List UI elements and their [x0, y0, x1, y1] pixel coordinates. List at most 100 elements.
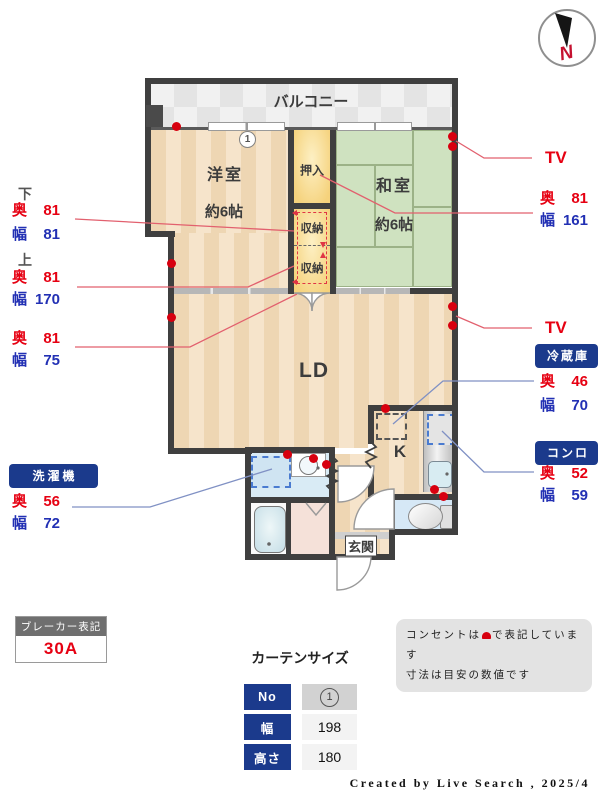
- tv-label-2: TV: [545, 318, 567, 337]
- oku-value: 52: [571, 465, 588, 482]
- haba-value: 170: [34, 291, 60, 308]
- toilet-bowl: [408, 503, 443, 530]
- wall: [168, 237, 174, 454]
- balcony-edge: [151, 127, 452, 130]
- haba-label: 幅: [540, 212, 556, 229]
- legend-line1-post: で表記しています: [406, 629, 580, 661]
- outlet-dot: [448, 132, 457, 141]
- haba-label: 幅: [12, 352, 28, 369]
- stove-badge: コンロ: [535, 441, 598, 465]
- kitchen-label: K: [393, 442, 407, 461]
- oku-label: 奥: [12, 493, 28, 510]
- compass: N: [538, 9, 596, 67]
- curtain-size-title: カーテンサイズ: [251, 650, 349, 666]
- western-room-floor-lower: [174, 233, 288, 294]
- storage-upper-label: 収納: [300, 223, 324, 235]
- legend-line1: コンセントはで表記しています: [406, 626, 582, 666]
- window: [337, 122, 412, 131]
- table-row: No 1: [244, 684, 357, 710]
- wall: [168, 448, 252, 454]
- circled-number: 1: [320, 687, 339, 707]
- haba-value: 70: [571, 397, 588, 414]
- ld-floor: [174, 294, 452, 405]
- haba-label: 幅: [540, 397, 556, 414]
- storage-dimension-box: [297, 212, 327, 284]
- breaker-value: 30A: [43, 639, 79, 658]
- japanese-room-label: 和室: [375, 178, 413, 195]
- bathtub: [254, 506, 286, 553]
- haba-value: 59: [571, 487, 588, 504]
- oku-value: 56: [43, 493, 60, 510]
- wall: [329, 453, 335, 560]
- fridge-badge: 冷蔵庫: [535, 344, 598, 368]
- haba-label: 幅: [12, 291, 28, 308]
- curtain-size-table: No 1 幅 198 高さ 180: [244, 684, 357, 770]
- western-room-size: 約6帖: [204, 203, 244, 221]
- outlet-dot: [322, 460, 331, 469]
- sliding-door: [174, 288, 288, 294]
- oku-label: 奥: [540, 373, 556, 390]
- storage-floor: [294, 209, 330, 294]
- sliding-door: [336, 288, 410, 294]
- washer-space: [251, 456, 291, 488]
- tatami-line: [412, 130, 414, 287]
- oku-value: 81: [43, 202, 60, 219]
- washer-badge: 洗濯機: [9, 464, 98, 488]
- curtain-height-header: 高さ: [244, 744, 291, 770]
- table-row: 幅 198: [244, 714, 357, 740]
- ld-floor-lower: [174, 405, 368, 448]
- oshiire-label: 押入: [299, 163, 325, 178]
- outlet-dot: [448, 321, 457, 330]
- tatami-line: [336, 246, 414, 248]
- outlet-dot: [283, 450, 292, 459]
- wall: [245, 447, 251, 560]
- oku-value: 81: [43, 269, 60, 286]
- compass-needle-icon: N: [555, 13, 577, 65]
- curtain-width-value: 198: [302, 714, 357, 740]
- japanese-room-size: 約6帖: [374, 216, 414, 234]
- window: [208, 122, 285, 131]
- curtain-no-value: 1: [302, 684, 357, 710]
- outlet-dot: [448, 142, 457, 151]
- wall: [330, 130, 336, 294]
- dressing-room-floor: [291, 503, 329, 554]
- wall: [145, 231, 175, 237]
- outlet-dot: [172, 122, 181, 131]
- haba-label: 幅: [12, 515, 28, 532]
- balcony-floor: [151, 84, 452, 127]
- wall: [145, 84, 151, 237]
- legend-note: コンセントはで表記しています 寸法は目安の数値です: [396, 619, 592, 692]
- wall: [368, 467, 374, 497]
- curtain-no-header: No: [244, 684, 291, 710]
- wall: [410, 288, 452, 294]
- wall: [288, 203, 336, 209]
- haba-label: 幅: [12, 226, 28, 243]
- wall: [389, 529, 458, 535]
- tv-label-1: TV: [545, 148, 567, 167]
- table-row: 高さ 180: [244, 744, 357, 770]
- group-title-upper: 上: [18, 252, 32, 268]
- ld-label: LD: [299, 359, 329, 382]
- fridge-space: [376, 413, 407, 440]
- wall: [288, 130, 294, 294]
- credit-text: Created by Live Search , 2025/4: [349, 776, 590, 790]
- western-room-floor: [151, 130, 288, 233]
- japanese-room-floor: [336, 130, 452, 287]
- oku-value: 81: [43, 330, 60, 347]
- outlet-dot: [381, 404, 390, 413]
- oku-value: 46: [571, 373, 588, 390]
- curtain-height-value: 180: [302, 744, 357, 770]
- haba-value: 72: [43, 515, 60, 532]
- breaker-box: ブレーカー表記 30A: [15, 616, 107, 663]
- wall: [145, 78, 458, 84]
- haba-value: 75: [43, 352, 60, 369]
- tatami-line: [412, 206, 452, 208]
- oku-label: 奥: [12, 202, 28, 219]
- breaker-title: ブレーカー表記: [16, 617, 106, 636]
- balcony-pillar: [146, 105, 163, 127]
- storage-lower-label: 収納: [300, 263, 324, 275]
- outlet-dot: [167, 259, 176, 268]
- wall: [389, 494, 458, 500]
- oku-label: 奥: [12, 330, 28, 347]
- wall: [245, 554, 395, 560]
